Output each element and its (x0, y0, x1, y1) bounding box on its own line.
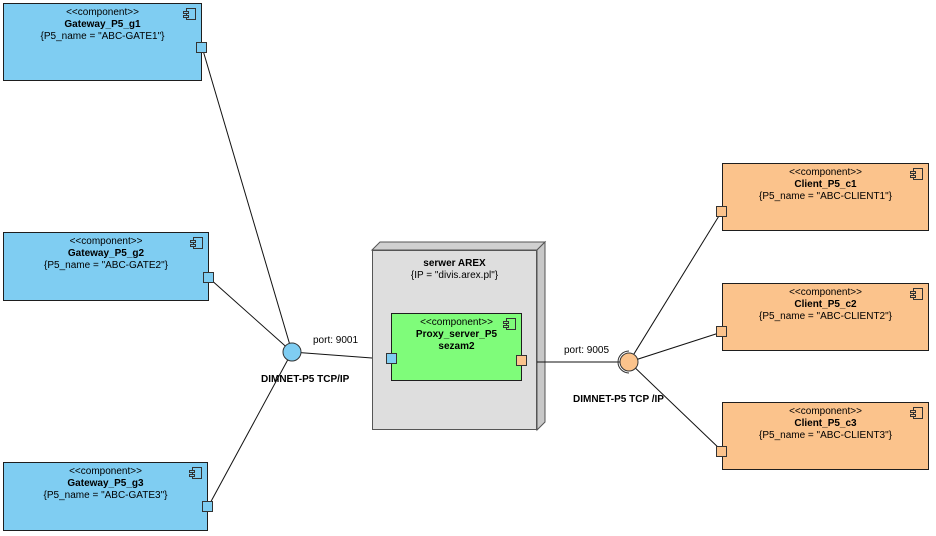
left-interface-icon (282, 342, 302, 362)
component-icon (189, 467, 202, 479)
component-property: {P5_name = "ABC-CLIENT1"} (759, 191, 892, 202)
component-icon (910, 288, 923, 300)
right-interface-label: DIMNET-P5 TCP /IP (573, 394, 664, 405)
client-component-2[interactable]: <<component>> Client_P5_c2 {P5_name = "A… (722, 283, 929, 351)
client1-port[interactable] (716, 206, 727, 217)
component-icon (910, 407, 923, 419)
link-gateway3 (207, 351, 293, 508)
client2-port[interactable] (716, 326, 727, 337)
stereotype-label: <<component>> (69, 236, 143, 247)
component-property: {P5_name = "ABC-CLIENT2"} (759, 311, 892, 322)
gateway3-port[interactable] (202, 501, 213, 512)
left-interface-label: DIMNET-P5 TCP/IP (261, 374, 350, 385)
client3-port[interactable] (716, 446, 727, 457)
link-left-interface (291, 351, 387, 360)
component-property: {P5_name = "ABC-CLIENT3"} (759, 430, 892, 441)
component-icon (503, 318, 516, 330)
node-property: {IP = "divis.arex.pl"} (410, 270, 499, 281)
component-name: Gateway_P5_g1 (64, 19, 141, 30)
right-interface-socket (617, 350, 630, 374)
node-top-face (370, 241, 547, 251)
link-gateway2 (208, 277, 293, 353)
gateway-component-3[interactable]: <<component>> Gateway_P5_g3 {P5_name = "… (3, 462, 208, 531)
server-port-9005[interactable] (516, 355, 527, 366)
gateway-component-1[interactable]: <<component>> Gateway_P5_g1 {P5_name = "… (3, 3, 202, 81)
link-gateway1 (201, 46, 293, 353)
node-side-face (536, 240, 546, 432)
link-client3 (628, 361, 723, 452)
component-name-line2: sezam2 (438, 341, 475, 352)
proxy-server-component[interactable]: <<component>> Proxy_server_P5 sezam2 (391, 313, 522, 381)
stereotype-label: <<component>> (789, 167, 862, 178)
right-interface-icon (619, 352, 639, 372)
gateway2-port[interactable] (203, 272, 214, 283)
component-name: Client_P5_c1 (794, 179, 857, 190)
component-name: Client_P5_c3 (794, 418, 857, 429)
link-client2 (628, 331, 723, 363)
stereotype-label: <<component>> (789, 287, 862, 298)
node-name: serwer AREX (423, 258, 486, 269)
stereotype-label: <<component>> (789, 406, 862, 417)
component-name-line1: Proxy_server_P5 (415, 329, 498, 340)
component-name: Client_P5_c2 (794, 299, 857, 310)
server-port-9001[interactable] (386, 353, 397, 364)
stereotype-label: <<component>> (420, 317, 493, 328)
component-property: {P5_name = "ABC-GATE2"} (44, 260, 168, 271)
component-icon (190, 237, 203, 249)
component-name: Gateway_P5_g3 (67, 478, 144, 489)
gateway1-port[interactable] (196, 42, 207, 53)
gateway-component-2[interactable]: <<component>> Gateway_P5_g2 {P5_name = "… (3, 232, 209, 301)
left-port-label: port: 9001 (313, 335, 359, 346)
component-icon (910, 168, 923, 180)
client-component-1[interactable]: <<component>> Client_P5_c1 {P5_name = "A… (722, 163, 929, 231)
component-icon (183, 8, 196, 20)
link-client1 (628, 210, 723, 363)
stereotype-label: <<component>> (69, 466, 142, 477)
component-name: Gateway_P5_g2 (67, 248, 145, 259)
client-component-3[interactable]: <<component>> Client_P5_c3 {P5_name = "A… (722, 402, 929, 470)
component-property: {P5_name = "ABC-GATE1"} (40, 31, 165, 42)
stereotype-label: <<component>> (66, 7, 139, 18)
component-property: {P5_name = "ABC-GATE3"} (43, 490, 168, 501)
right-port-label: port: 9005 (564, 345, 610, 356)
